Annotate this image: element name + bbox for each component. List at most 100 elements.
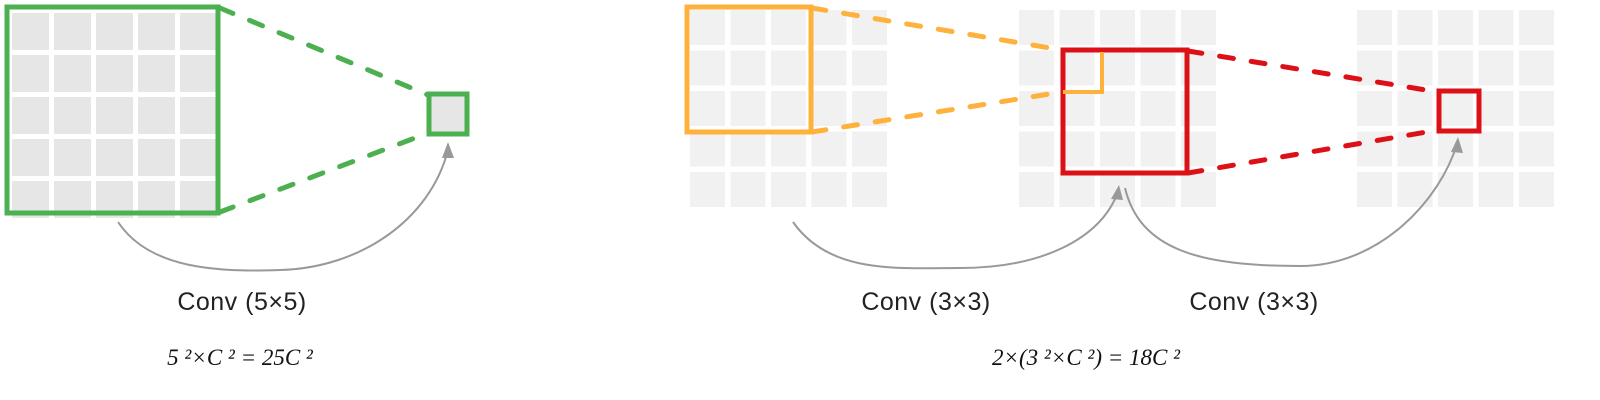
conv3-first-label: Conv (3×3) xyxy=(861,288,991,316)
intermediate-grid-cell xyxy=(1019,172,1054,207)
input-grid-cell xyxy=(730,50,766,86)
input-grid-cell xyxy=(730,10,766,45)
output-grid-cell xyxy=(1438,172,1473,207)
output-grid-cell xyxy=(1519,10,1554,45)
input-5x5-grid-cell xyxy=(96,139,133,176)
output-grid-cell xyxy=(1357,10,1392,45)
output-grid-cell xyxy=(1478,50,1514,86)
input-5x5-grid-cell xyxy=(12,55,49,92)
conv3a-arrow xyxy=(792,191,1119,270)
green-5x5-window xyxy=(4,4,221,216)
intermediate-grid-cell xyxy=(1059,172,1095,207)
conv5-label: Conv (5×5) xyxy=(177,288,307,316)
input-grid-cell xyxy=(811,91,847,126)
red-output-cell xyxy=(1436,88,1482,134)
input-grid-cell xyxy=(852,172,887,207)
input-5x5-grid-cell xyxy=(12,97,49,134)
intermediate-grid-cell xyxy=(1140,172,1176,207)
input-grid-cell xyxy=(771,91,806,126)
output-grid-cell xyxy=(1519,91,1554,126)
output-grid-cell xyxy=(1397,172,1433,207)
output-grid-cell xyxy=(1478,91,1514,126)
intermediate-grid-cell xyxy=(1100,91,1135,126)
arrowhead-icon xyxy=(1451,137,1463,153)
input-5x5-grid-cell xyxy=(180,97,217,134)
input-grid-cell xyxy=(811,10,847,45)
intermediate-grid-cell xyxy=(1019,10,1054,45)
input-grid-cell xyxy=(690,10,725,45)
conv3b-arrow xyxy=(1124,143,1458,268)
input-grid-cell xyxy=(730,131,766,167)
output-grid-cell xyxy=(1478,172,1514,207)
input-5x5-grid-cell xyxy=(180,55,217,92)
red-dashed-top xyxy=(1185,48,1441,95)
input-5x5-grid-cell xyxy=(54,139,91,176)
output-grid-cell xyxy=(1519,172,1554,207)
input-grid-cell xyxy=(690,172,725,207)
input-grid-cell xyxy=(852,131,887,167)
input-grid-cell xyxy=(811,172,847,207)
green-dashed-top xyxy=(217,5,431,98)
output-grid-cell xyxy=(1519,50,1554,86)
input-grid-cell xyxy=(771,131,806,167)
input-5x5-grid-cell xyxy=(96,97,133,134)
input-grid-cell xyxy=(771,10,806,45)
green-output-cell xyxy=(426,91,470,137)
orange-3x3-window xyxy=(684,4,814,135)
red-3x3-window xyxy=(1060,47,1190,176)
input-grid-cell xyxy=(811,131,847,167)
input-grid-cell xyxy=(771,172,806,207)
intermediate-grid-cell xyxy=(1140,91,1176,126)
input-5x5-grid-cell xyxy=(12,139,49,176)
input-grid-cell xyxy=(730,172,766,207)
intermediate-grid-cell xyxy=(1140,50,1176,86)
output-grid-cell xyxy=(1357,50,1392,86)
intermediate-grid-cell xyxy=(1059,10,1095,45)
intermediate-grid-cell xyxy=(1019,131,1054,167)
output-grid-cell xyxy=(1357,172,1392,207)
intermediate-grid-cell xyxy=(1100,131,1135,167)
input-5x5-grid-cell xyxy=(96,13,133,50)
intermediate-grid-cell xyxy=(1100,10,1135,45)
conv5-arrow xyxy=(117,149,449,272)
input-grid-cell xyxy=(811,50,847,86)
arrowhead-icon xyxy=(1111,185,1123,200)
orange-mapped-cell xyxy=(1063,52,1104,94)
output-grid-cell xyxy=(1397,91,1433,126)
intermediate-grid-cell xyxy=(1140,131,1176,167)
input-grid-cell xyxy=(690,50,725,86)
input-5x5-grid-cell xyxy=(180,13,217,50)
output-grid-cell xyxy=(1438,50,1473,86)
output-grid-cell xyxy=(1438,10,1473,45)
green-dashed-bottom xyxy=(217,130,431,215)
intermediate-grid-cell xyxy=(1181,172,1216,207)
arrowhead-icon xyxy=(442,142,454,158)
input-grid-cell xyxy=(730,91,766,126)
input-grid-cell xyxy=(852,50,887,86)
output-grid-cell xyxy=(1438,91,1473,126)
input-grid-cell xyxy=(771,50,806,86)
conv3-second-label: Conv (3×3) xyxy=(1189,288,1319,316)
orange-dashed-bottom xyxy=(809,89,1065,135)
output-grid-cell xyxy=(1397,50,1433,86)
output-grid-cell xyxy=(1397,131,1433,167)
input-5x5-grid-cell xyxy=(180,139,217,176)
output-grid-cell xyxy=(1478,131,1514,167)
red-dashed-bottom xyxy=(1185,127,1441,176)
input-5x5-grid-cell xyxy=(96,55,133,92)
input-5x5-grid-cell xyxy=(138,55,175,92)
input-grid-cell xyxy=(690,131,725,167)
input-5x5-grid-cell xyxy=(138,13,175,50)
input-5x5-grid-cell xyxy=(12,13,49,50)
output-grid-cell xyxy=(1357,91,1392,126)
input-grid-cell xyxy=(690,91,725,126)
output-grid-cell xyxy=(1519,131,1554,167)
intermediate-grid-cell xyxy=(1019,50,1054,86)
input-5x5-grid-cell xyxy=(138,139,175,176)
intermediate-grid-cell xyxy=(1100,50,1135,86)
input-5x5-grid-cell xyxy=(54,13,91,50)
output-grid-cell xyxy=(1478,10,1514,45)
formula-two-3x3: 2×(3 ²×C ²) = 18C ² xyxy=(992,345,1180,370)
input-5x5-grid-cell xyxy=(54,55,91,92)
